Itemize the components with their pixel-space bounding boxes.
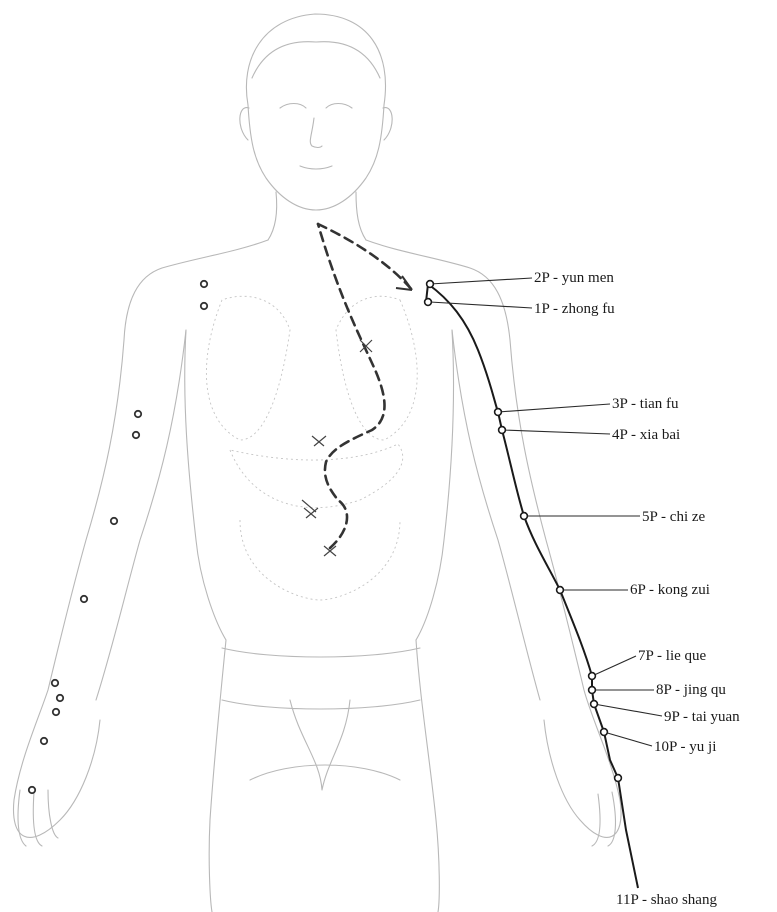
label-5p: 5P - chi ze bbox=[642, 509, 706, 525]
head-outline bbox=[246, 14, 385, 210]
leader-7p bbox=[592, 656, 636, 676]
mirror-point bbox=[201, 303, 207, 309]
acupoint-2p bbox=[427, 281, 434, 288]
acupoint-6p bbox=[557, 587, 564, 594]
cross-mark-2 bbox=[312, 436, 326, 446]
right-arm bbox=[452, 330, 621, 837]
leader-9p bbox=[594, 704, 662, 716]
leader-3p bbox=[498, 404, 610, 412]
lung-meridian-line bbox=[428, 284, 638, 888]
acupoint-9p bbox=[591, 701, 598, 708]
mirror-point bbox=[29, 787, 35, 793]
mirror-point bbox=[81, 596, 87, 602]
nose bbox=[310, 118, 322, 148]
acupoints bbox=[425, 281, 622, 782]
body-outline bbox=[13, 14, 621, 912]
label-7p: 7P - lie que bbox=[638, 648, 707, 664]
stomach bbox=[230, 444, 403, 508]
internal-path-stomach-loop bbox=[318, 224, 385, 548]
acupoint-7p bbox=[589, 673, 596, 680]
label-10p: 10P - yu ji bbox=[654, 739, 716, 755]
acupoint-10p bbox=[601, 729, 608, 736]
cross-mark-3 bbox=[302, 500, 318, 518]
acupoint-3p bbox=[495, 409, 502, 416]
mirror-points bbox=[29, 281, 207, 793]
leader-4p bbox=[502, 430, 610, 434]
left-ear bbox=[240, 108, 249, 140]
acupoint-5p bbox=[521, 513, 528, 520]
left-eye bbox=[280, 104, 306, 109]
label-6p: 6P - kong zui bbox=[630, 582, 710, 598]
mirror-point bbox=[135, 411, 141, 417]
label-8p: 8P - jing qu bbox=[656, 682, 726, 698]
mirror-point bbox=[52, 680, 58, 686]
right-hand-fingers bbox=[592, 792, 615, 846]
leader-2p bbox=[430, 278, 532, 284]
right-eye bbox=[326, 104, 352, 109]
label-9p: 9P - tai yuan bbox=[664, 709, 740, 725]
acupoint-4p bbox=[499, 427, 506, 434]
neck-left bbox=[268, 192, 277, 240]
lung-left bbox=[206, 296, 290, 440]
point-labels: 2P - yun men 1P - zhong fu 3P - tian fu … bbox=[534, 270, 740, 908]
mirror-point bbox=[57, 695, 63, 701]
leader-10p bbox=[604, 732, 652, 746]
pelvis bbox=[209, 640, 439, 912]
internal-path-to-chest bbox=[318, 224, 412, 290]
right-ear bbox=[383, 108, 392, 140]
mirror-point bbox=[111, 518, 117, 524]
internal-pathway bbox=[302, 224, 412, 556]
label-11p: 11P - shao shang bbox=[616, 892, 717, 908]
lung-right bbox=[336, 296, 417, 440]
left-arm bbox=[13, 330, 186, 837]
leader-lines bbox=[430, 278, 662, 746]
hairline bbox=[252, 42, 380, 78]
mouth bbox=[300, 166, 332, 169]
label-3p: 3P - tian fu bbox=[612, 396, 679, 412]
left-hand-fingers bbox=[18, 790, 58, 846]
leader-1p bbox=[430, 302, 532, 308]
acupoint-1p bbox=[425, 299, 432, 306]
mirror-point bbox=[133, 432, 139, 438]
intestines bbox=[240, 520, 400, 600]
acupoint-8p bbox=[589, 687, 596, 694]
mirror-point bbox=[41, 738, 47, 744]
label-2p: 2P - yun men bbox=[534, 270, 614, 286]
mirror-point bbox=[201, 281, 207, 287]
mirror-point bbox=[53, 709, 59, 715]
label-1p: 1P - zhong fu bbox=[534, 301, 615, 317]
acupoint-11p-marker bbox=[615, 775, 622, 782]
label-4p: 4P - xia bai bbox=[612, 427, 680, 443]
neck-right bbox=[356, 192, 366, 240]
